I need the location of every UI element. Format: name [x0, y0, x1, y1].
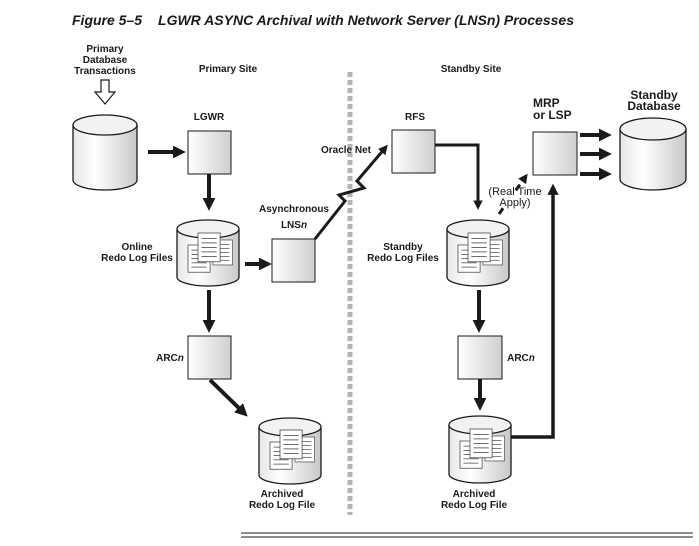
svg-text:Redo Log File: Redo Log File [249, 500, 316, 511]
mrp-lsp-process-box [532, 131, 578, 176]
figure-title: LGWR ASYNC Archival with Network Server … [158, 12, 574, 28]
archived-standby-label: Archived Redo Log File [441, 489, 508, 511]
standby-database-cylinder [619, 117, 687, 191]
svg-text:Archived: Archived [261, 489, 304, 500]
archived-primary-label: Archived Redo Log File [249, 489, 316, 511]
archived-redo-standby-cylinder [448, 415, 512, 484]
archived-redo-primary-cylinder [258, 417, 322, 485]
svg-text:Database: Database [83, 55, 128, 66]
svg-text:(Real Time: (Real Time [488, 186, 541, 198]
lgwr-label: LGWR [194, 112, 225, 123]
primary-site-label: Primary Site [199, 64, 258, 75]
svg-text:Redo Log Files: Redo Log Files [367, 253, 439, 264]
rfs-label: RFS [405, 112, 425, 123]
standby-redo-log-cylinder [446, 219, 510, 287]
svg-text:Online: Online [121, 242, 153, 253]
svg-text:or LSP: or LSP [533, 108, 572, 122]
arrow-archived-to-mrp [511, 183, 559, 439]
online-redo-log-cylinder [176, 219, 240, 287]
arrow-rfs-to-standby-redo [435, 143, 483, 210]
rfs-process-box [391, 129, 436, 174]
svg-text:Archived: Archived [453, 489, 496, 500]
hollow-down-arrow-icon [93, 79, 117, 105]
svg-text:Primary: Primary [86, 44, 124, 55]
arcn-primary-process-box [187, 335, 232, 380]
svg-text:MRP: MRP [533, 96, 560, 110]
lgwr-process-box [187, 130, 232, 175]
svg-text:Asynchronous: Asynchronous [259, 204, 329, 215]
arcn-standby-process-box [457, 335, 503, 380]
svg-text:LNSn: LNSn [281, 220, 307, 231]
arrow-arcn-to-archived-primary [208, 378, 248, 417]
figure-number: Figure 5–5 [72, 12, 143, 28]
arcn-primary-label: ARCn [156, 353, 184, 364]
svg-text:Redo Log File: Redo Log File [441, 500, 508, 511]
figure-caption: Figure 5–5 LGWR ASYNC Archival with Netwo… [72, 12, 574, 28]
svg-text:Transactions: Transactions [74, 66, 136, 77]
standby-database-label: Standby Database [627, 88, 681, 113]
svg-text:Database: Database [627, 99, 681, 113]
online-redo-label: Online Redo Log Files [101, 242, 173, 264]
oracle-net-link [313, 144, 388, 240]
standby-site-label: Standby Site [441, 64, 502, 75]
lnsn-process-box [271, 238, 316, 283]
real-time-apply-label: (Real Time Apply) [488, 186, 541, 209]
svg-text:Apply): Apply) [499, 197, 530, 209]
arcn-standby-label: ARCn [507, 353, 535, 364]
primary-database-cylinder [72, 114, 138, 191]
standby-redo-label: Standby Redo Log Files [367, 242, 439, 264]
async-lnsn-label: Asynchronous LNSn [259, 204, 329, 231]
transactions-label: Primary Database Transactions [74, 44, 136, 77]
svg-text:Redo Log Files: Redo Log Files [101, 253, 173, 264]
svg-text:Standby: Standby [383, 242, 423, 253]
oracle-net-label: Oracle Net [321, 145, 372, 156]
mrp-lsp-label: MRP or LSP [533, 96, 572, 122]
svg-text:Standby: Standby [630, 88, 678, 102]
